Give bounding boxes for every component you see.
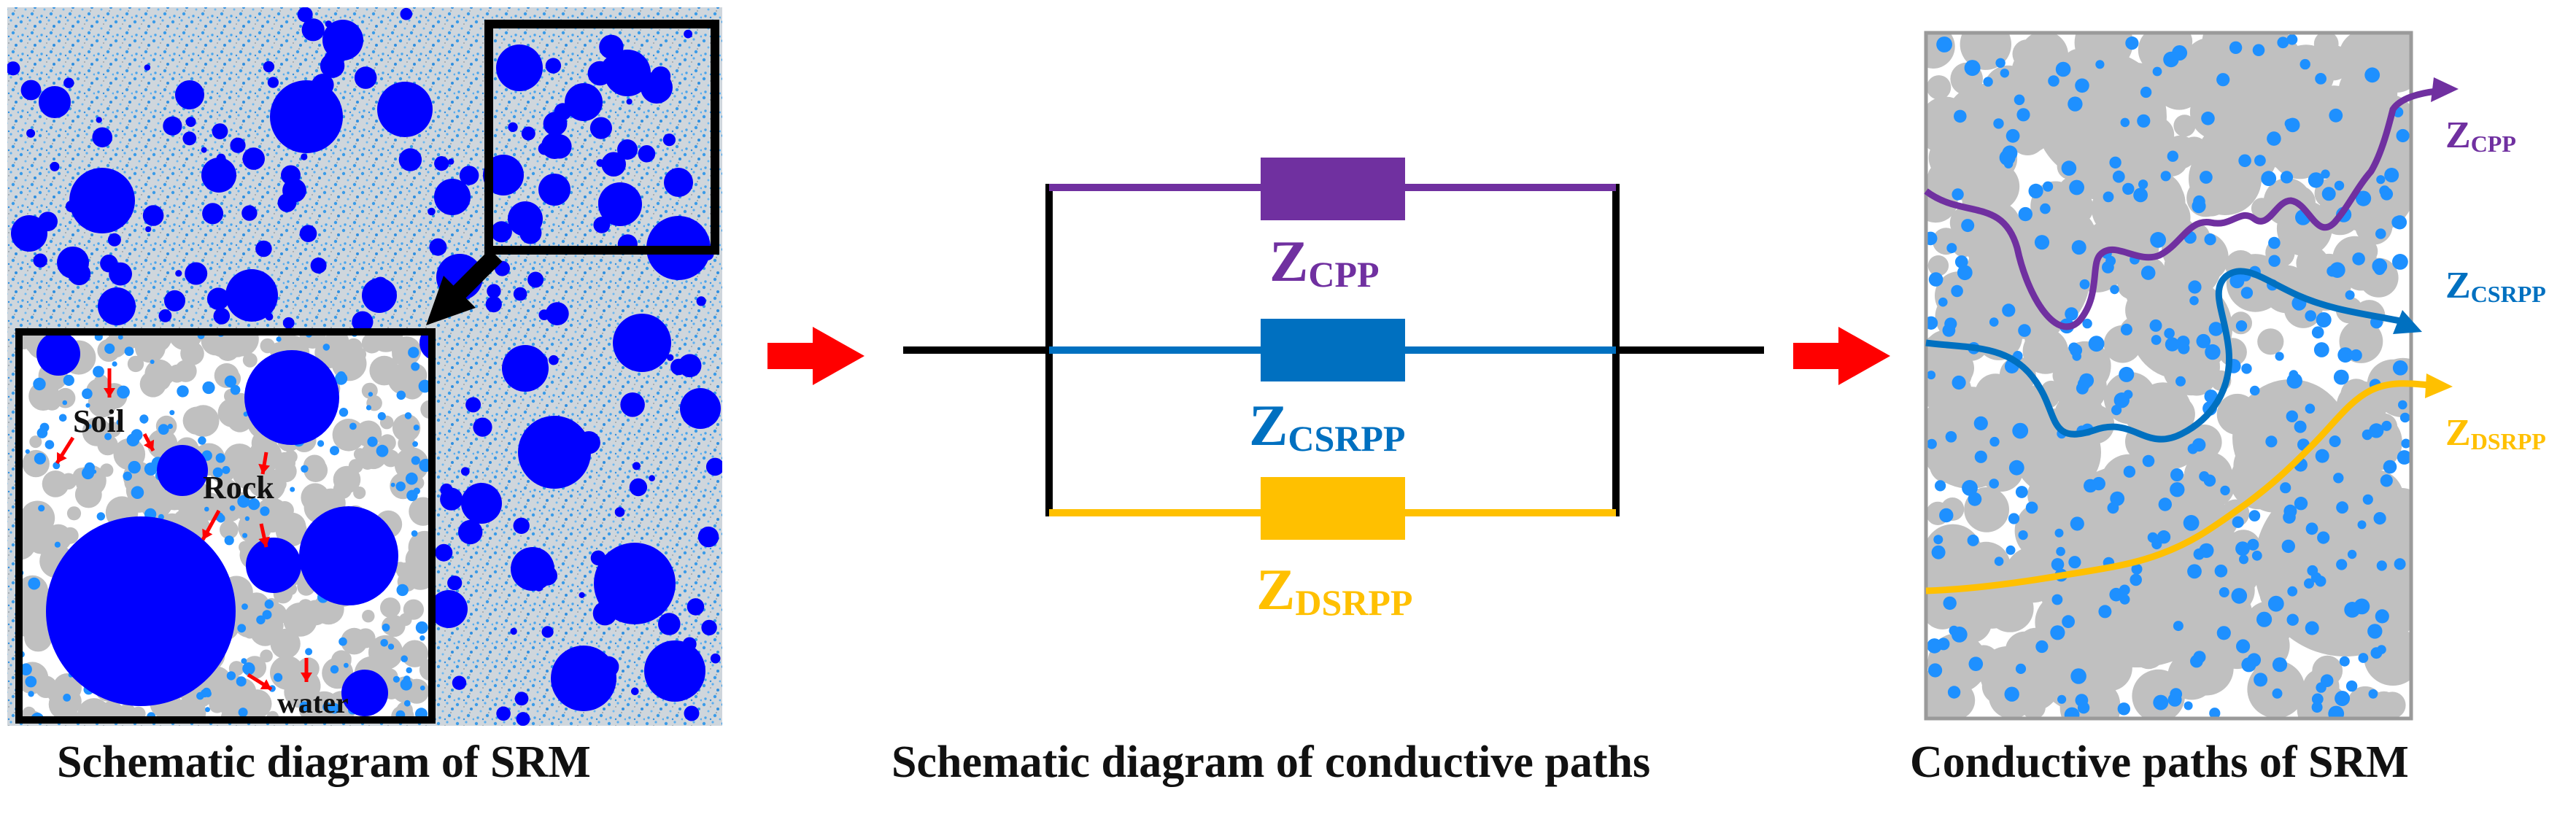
impedance-cpp	[1261, 158, 1405, 220]
branch-dsrpp	[1049, 477, 1616, 540]
path-label-csrpp: ZCSRPP	[2445, 265, 2546, 307]
caption-conductive-paths: Conductive paths of SRM	[1910, 737, 2409, 787]
water-label: water	[277, 686, 349, 719]
water-droplets	[1926, 34, 2411, 718]
srm-schematic-panel: Soil Rock water	[7, 7, 722, 726]
soil-label: Soil	[73, 403, 125, 439]
caption-srm-schematic: Schematic diagram of SRM	[57, 737, 591, 787]
path-dsrpp	[1925, 373, 2453, 594]
soil-grains	[1926, 33, 2411, 718]
zoom-arrow	[426, 249, 503, 325]
path-csrpp	[1925, 268, 2422, 443]
transition-arrow-2	[1793, 327, 1890, 385]
label-z-dsrpp: ZDSRPP	[1256, 558, 1412, 623]
rock-label: Rock	[203, 470, 274, 505]
caption-conductive-schematic: Schematic diagram of conductive paths	[891, 737, 1651, 787]
transition-arrow-1	[767, 327, 865, 385]
path-cpp	[1924, 77, 2459, 330]
branch-csrpp	[1049, 319, 1616, 381]
branch-cpp	[1049, 158, 1616, 220]
zoom-region-box	[484, 20, 719, 255]
label-z-csrpp: ZCSRPP	[1249, 394, 1405, 459]
impedance-dsrpp	[1261, 477, 1405, 540]
label-z-cpp: ZCPP	[1269, 230, 1380, 295]
circuit-schematic-panel: ZCPP ZCSRPP ZDSRPP	[903, 158, 1764, 623]
path-label-dsrpp: ZDSRPP	[2445, 412, 2546, 454]
impedance-csrpp	[1261, 319, 1405, 381]
zoomed-inset: Soil Rock water	[15, 328, 436, 724]
conductive-paths-panel: ZCPP ZCSRPP ZDSRPP	[1924, 31, 2546, 721]
path-label-cpp: ZCPP	[2445, 115, 2516, 157]
